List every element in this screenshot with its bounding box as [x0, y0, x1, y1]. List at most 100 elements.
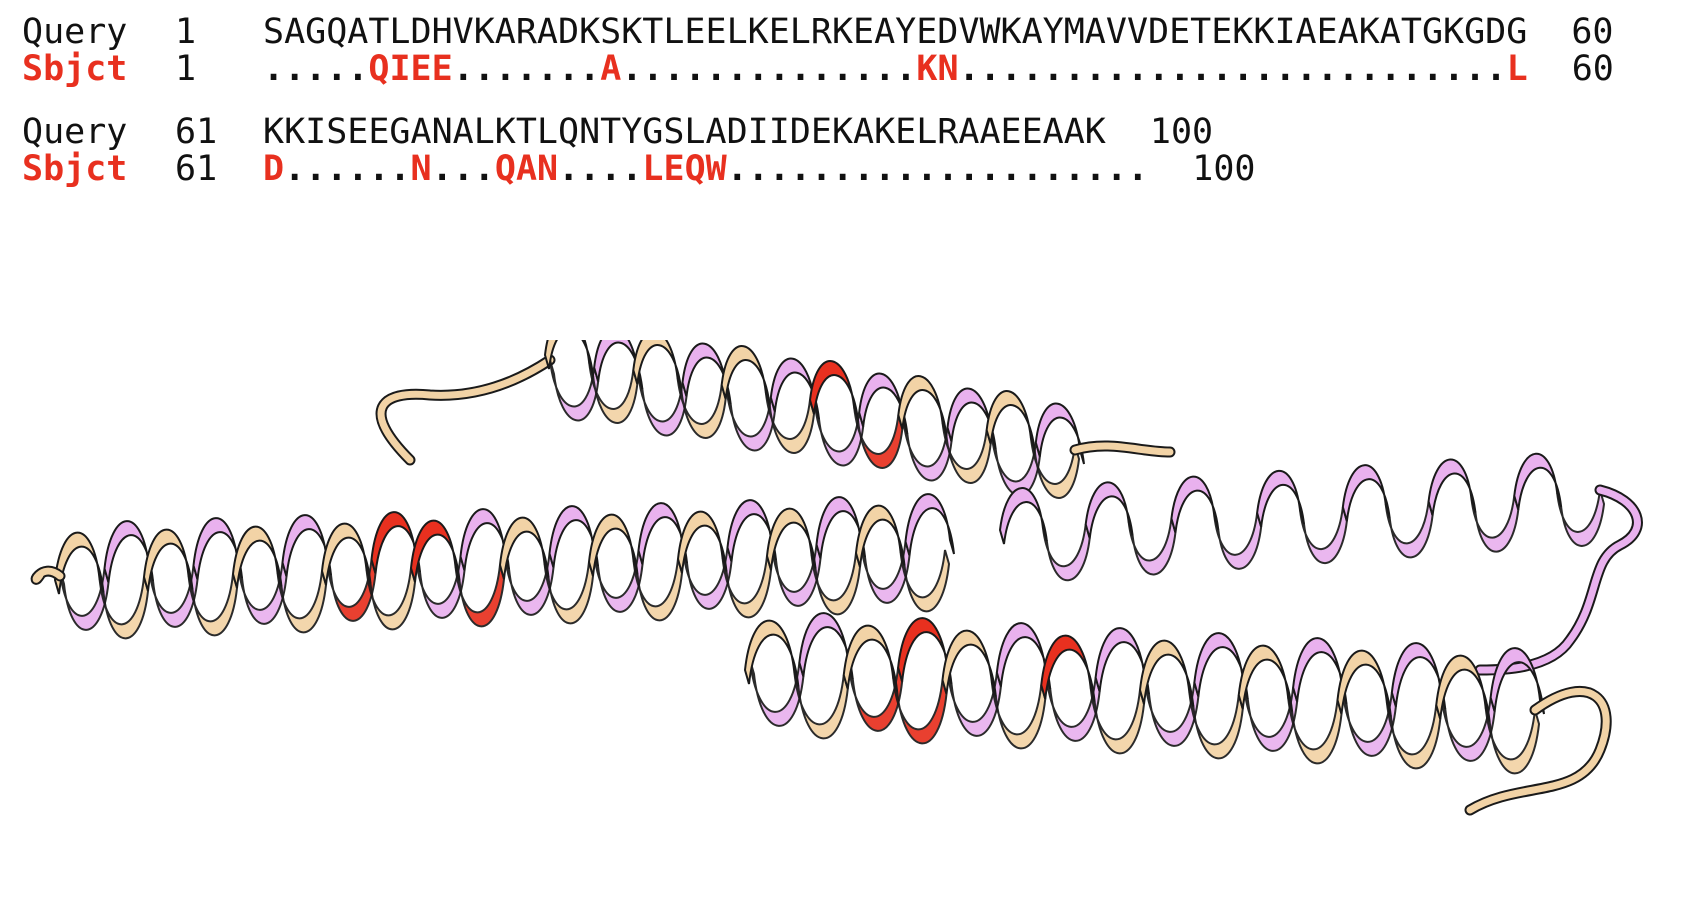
match-dot: .	[1000, 149, 1022, 189]
match-dot: .	[1000, 49, 1022, 89]
match-dot: .	[1063, 149, 1086, 189]
match-dot: .	[768, 49, 790, 89]
top-helix-tan-turn	[1029, 437, 1081, 499]
c-terminal-loop-tan	[1466, 688, 1610, 814]
match-dot: .	[1021, 49, 1043, 89]
match-dot: .	[916, 149, 938, 189]
substitution-residue: A	[600, 49, 622, 89]
upper-loop	[377, 356, 554, 464]
match-dot: .	[1295, 49, 1317, 89]
match-dot: .	[473, 49, 495, 89]
substitution-residue: Q	[368, 49, 390, 89]
match-dot: .	[1190, 49, 1212, 89]
right-helix-pink-turn	[1256, 469, 1305, 528]
match-dot: .	[1085, 149, 1107, 189]
match-dot: .	[326, 149, 348, 189]
query-row-1: Query 1 SAGQATLDHVKARADKSKTLEELKELRKEAYE…	[22, 14, 1672, 51]
match-dot: .	[558, 149, 580, 189]
sbjct-start: 61	[175, 149, 218, 189]
query-sequence: KKISEEGANALKTLQNTYGSLADIIDEKAKELRAAEEAAK	[263, 112, 1106, 152]
match-dot: .	[895, 49, 917, 89]
match-dot: .	[1337, 49, 1360, 89]
substitution-residue: E	[431, 49, 453, 89]
right-helix-pink-turn	[1384, 501, 1434, 559]
right-helix-pink-turn	[1470, 495, 1520, 553]
match-dot: .	[1401, 49, 1423, 89]
sbjct-start: 1	[175, 49, 197, 89]
alignment-block-1: Query 1 SAGQATLDHVKARADKSKTLEELKELRKEAYE…	[22, 14, 1672, 88]
match-dot: .	[1169, 49, 1191, 89]
match-dot: .	[663, 49, 685, 89]
substitution-residue: I	[389, 49, 411, 89]
match-dot: .	[937, 149, 959, 189]
sbjct-label: Sbjct	[22, 49, 128, 89]
match-dot: .	[1148, 49, 1170, 89]
match-dot: .	[579, 149, 601, 189]
substitution-residue: Q	[494, 149, 516, 189]
query-label: Query	[22, 12, 128, 52]
match-dot: .	[832, 149, 854, 189]
match-dot: .	[853, 49, 875, 89]
match-dot: .	[895, 149, 917, 189]
match-dot: .	[1042, 49, 1064, 89]
match-dot: .	[431, 149, 453, 189]
match-dot: .	[1464, 49, 1486, 89]
match-dot: .	[684, 49, 706, 89]
match-dot: .	[979, 49, 1001, 89]
match-dot: .	[958, 49, 980, 89]
top-helix-pink-turn	[1034, 402, 1085, 465]
ribbon-structure-svg	[30, 315, 1643, 816]
match-dot: .	[473, 149, 495, 189]
substitution-residue: A	[515, 149, 538, 189]
query-end: 100	[1149, 112, 1214, 152]
middle-helix-layer	[30, 452, 1643, 676]
sequence-alignment: Query 1 SAGQATLDHVKARADKSKTLEELKELRKEAYE…	[22, 14, 1672, 214]
match-dot: .	[600, 149, 622, 189]
match-dot: .	[368, 149, 390, 189]
match-dot: .	[1042, 149, 1064, 189]
match-dot: .	[1253, 49, 1275, 89]
alignment-block-2: Query 61 KKISEEGANALKTLQNTYGSLADIIDEKAKE…	[22, 114, 1672, 188]
middle-helix-pink-turn	[904, 493, 955, 556]
sbjct-label: Sbjct	[22, 149, 128, 189]
right-helix-pink-turn	[1556, 489, 1606, 547]
right-helix-pink-turn	[1427, 458, 1477, 516]
sbjct-row-1: Sbjct 1 .....QIEE.......A..............K…	[22, 51, 1672, 88]
match-dot: .	[1106, 49, 1128, 89]
match-dot: .	[1021, 149, 1043, 189]
match-dot: .	[1380, 49, 1402, 89]
query-start: 61	[175, 112, 218, 152]
match-dot: .	[452, 149, 474, 189]
right-helix-pink-turn	[1299, 506, 1348, 565]
match-dot: .	[537, 49, 559, 89]
match-dot: .	[747, 149, 769, 189]
match-dot: .	[263, 49, 285, 89]
match-dot: .	[515, 49, 538, 89]
match-dot: .	[811, 149, 833, 189]
substitution-residue: E	[663, 149, 685, 189]
match-dot: .	[1422, 49, 1444, 89]
match-dot: .	[494, 49, 516, 89]
front-helix-layer	[743, 612, 1612, 816]
match-dot: .	[305, 49, 327, 89]
match-dot: .	[979, 149, 1001, 189]
match-dot: .	[347, 49, 369, 89]
match-dot: .	[1485, 49, 1507, 89]
match-dot: .	[284, 149, 306, 189]
protein-structure-overlay	[0, 315, 1690, 918]
right-helix-pink-turn	[1041, 524, 1091, 582]
query-start: 1	[175, 12, 197, 52]
front-helix-tan-turn	[1484, 707, 1541, 775]
match-dot: .	[1443, 49, 1465, 89]
right-helix-pink-turn	[1341, 464, 1391, 522]
match-dot: .	[1211, 49, 1233, 89]
query-label: Query	[22, 112, 128, 152]
right-helix-pink-turn	[1513, 452, 1563, 510]
right-loop-pink	[1476, 486, 1641, 674]
match-dot: .	[389, 149, 411, 189]
match-dot: .	[726, 49, 748, 89]
match-dot: .	[705, 49, 727, 89]
match-dot: .	[621, 49, 643, 89]
match-dot: .	[958, 149, 980, 189]
match-dot: .	[579, 49, 601, 89]
